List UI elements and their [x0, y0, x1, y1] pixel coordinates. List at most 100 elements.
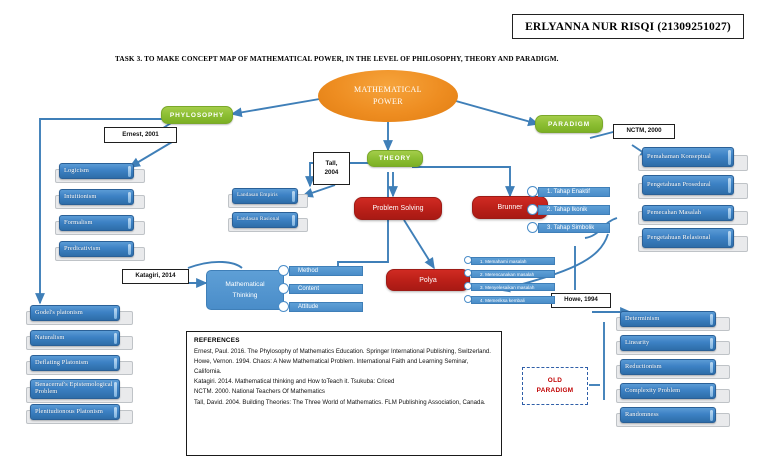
list-item-bar: Deflating Platonism: [30, 355, 120, 371]
brunner-step[interactable]: 3. Tahap Simbolik: [538, 223, 610, 233]
citation-howe-label: Howe, 1994: [564, 296, 598, 303]
author-name-box: ERLYANNA NUR RISQI (21309251027): [512, 14, 744, 39]
bullet-icon: [527, 222, 538, 233]
list-item-bar: Pengetahuan Relasional: [642, 228, 734, 248]
reference-entry: Katagiri. 2014. Mathematical thinking an…: [194, 378, 395, 386]
reference-entry: Tall, David. 2004. Building Theories: Th…: [194, 398, 486, 406]
polya-step[interactable]: 1. Memahami masalah: [471, 257, 555, 265]
list-item-label: Naturalism: [35, 333, 65, 341]
mathematical-thinking-item[interactable]: Method: [289, 266, 363, 276]
citation-tall-2004[interactable]: Tall, 2004: [313, 152, 350, 185]
brunner-step-label: 2. Tahap Ikonik: [547, 207, 588, 213]
mathematical-thinking-line2: Thinking: [232, 292, 258, 299]
center-node-line2: POWER: [373, 97, 403, 106]
branch-philosophy-label: PHYLOSOPHY: [169, 111, 225, 119]
brunner-step[interactable]: 2. Tahap Ikonik: [538, 205, 610, 215]
mathematical-thinking-item-label: Attitude: [298, 304, 319, 310]
list-item-bar: Pemahaman Konseptual: [642, 147, 734, 167]
branch-theory-label: THEORY: [378, 155, 412, 162]
brunner-step-label: 1. Tahap Enaktif: [547, 189, 590, 195]
brunner-step[interactable]: 1. Tahap Enaktif: [538, 187, 610, 197]
node-mathematical-thinking[interactable]: Mathematical Thinking: [206, 270, 284, 310]
citation-tall-line2: 2004: [324, 168, 339, 176]
bullet-icon: [278, 301, 289, 312]
citation-katagiri-label: Katagiri, 2014: [135, 272, 176, 279]
mathematical-thinking-line1: Mathematical: [225, 280, 265, 288]
branch-paradigm-label: PARADIGM: [547, 120, 591, 128]
list-item-label: Formalism: [64, 218, 93, 226]
center-node-mathematical-power[interactable]: MATHEMATICAL POWER: [318, 70, 458, 122]
list-item-label: Pengetahuan Prosedural: [647, 180, 711, 188]
polya-step-label: 2. Merencanakan masalah: [480, 271, 535, 277]
citation-nctm-label: NCTM, 2000: [626, 127, 662, 134]
branch-node-paradigm[interactable]: PARADIGM: [535, 115, 603, 133]
list-item-bar: Predicativism: [59, 241, 134, 257]
bullet-icon: [527, 204, 538, 215]
list-item-label: Pengetahuan Relasional: [647, 233, 711, 241]
author-name-text: ERLYANNA NUR RISQI (21309251027): [525, 20, 731, 33]
task-title-text: TASK 3. TO MAKE CONCEPT MAP OF MATHEMATI…: [115, 55, 559, 63]
list-item-label: Benacerraf's Epistemological Problem: [35, 381, 113, 395]
list-item-label: Complexity Problem: [625, 386, 681, 394]
citation-howe-1994[interactable]: Howe, 1994: [551, 293, 611, 308]
citation-nctm-2000[interactable]: NCTM, 2000: [613, 124, 675, 139]
old-paradigm-line1: OLD: [547, 376, 563, 384]
references-title: REFERENCES: [194, 337, 240, 344]
list-item-bar: Landasan Empiris: [232, 188, 298, 204]
list-item-label: Determinism: [625, 314, 660, 322]
citation-katagiri-2014[interactable]: Katagiri, 2014: [122, 269, 189, 284]
node-polya[interactable]: Polya: [386, 269, 470, 291]
list-item-label: Landasan Empiris: [237, 192, 278, 199]
center-node-line1: MATHEMATICAL: [354, 85, 422, 94]
polya-step-label: 4. Memeriksa kembali: [480, 297, 525, 303]
mathematical-thinking-item[interactable]: Attitude: [289, 302, 363, 312]
node-problem-solving[interactable]: Problem Solving: [354, 197, 442, 220]
node-old-paradigm[interactable]: OLD PARADIGM: [522, 367, 588, 405]
branch-node-philosophy[interactable]: PHYLOSOPHY: [161, 106, 233, 124]
mathematical-thinking-item-label: Content: [298, 286, 320, 292]
bullet-icon: [527, 186, 538, 197]
list-item-label: Predicativism: [64, 244, 101, 252]
list-item-bar: Randomness: [620, 407, 716, 423]
list-item-label: Landasan Rasional: [237, 216, 280, 223]
polya-step-label: 1. Memahami masalah: [480, 258, 527, 264]
polya-step[interactable]: 3. Menyelesaikan masalah: [471, 283, 555, 291]
reference-entry: NCTM. 2000. National Teachers Of Mathema…: [194, 388, 325, 396]
polya-step-label: 3. Menyelesaikan masalah: [480, 284, 535, 290]
branch-node-theory[interactable]: THEORY: [367, 150, 423, 167]
polya-step[interactable]: 2. Merencanakan masalah: [471, 270, 555, 278]
mathematical-thinking-item-label: Method: [298, 268, 319, 274]
list-item-bar: Formalism: [59, 215, 134, 231]
list-item-bar: Logicism: [59, 163, 134, 179]
brunner-label: Brunner: [497, 204, 523, 211]
reference-entry: Howe, Vernon. 1994. Chaos: A New Mathema…: [194, 357, 469, 375]
brunner-step-label: 3. Tahap Simbolik: [547, 225, 595, 231]
page-title: TASK 3. TO MAKE CONCEPT MAP OF MATHEMATI…: [115, 55, 559, 63]
citation-ernest-label: Ernest, 2001: [122, 130, 159, 138]
polya-label: Polya: [419, 276, 437, 284]
list-item-label: Deflating Platonism: [35, 358, 89, 366]
list-item-bar: Intuitionism: [59, 189, 134, 205]
polya-step[interactable]: 4. Memeriksa kembali: [471, 296, 555, 304]
citation-tall-line1: Tall,: [325, 159, 338, 167]
list-item-bar: Linearity: [620, 335, 716, 351]
list-item-label: Plenitudionous Platonism: [35, 407, 103, 415]
list-item-bar: Naturalism: [30, 330, 120, 346]
references-box: REFERENCES Ernest, Paul. 2016. The Phylo…: [186, 331, 502, 456]
list-item-label: Pemahaman Konseptual: [647, 152, 711, 160]
citation-ernest-2001[interactable]: Ernest, 2001: [104, 127, 177, 143]
list-item-bar: Plenitudionous Platonism: [30, 404, 120, 420]
list-item-label: Randomness: [625, 410, 659, 418]
reference-entry: Ernest, Paul. 2016. The Phylosophy of Ma…: [194, 347, 491, 355]
list-item-label: Linearity: [625, 338, 650, 346]
list-item-bar: Pemecahan Masalah: [642, 205, 734, 221]
list-item-bar: Determinism: [620, 311, 716, 327]
mathematical-thinking-item[interactable]: Content: [289, 284, 363, 294]
list-item-label: Pemecahan Masalah: [647, 208, 702, 216]
list-item-bar: Godel's platonism: [30, 305, 120, 321]
list-item-bar: Benacerraf's Epistemological Problem: [30, 379, 120, 399]
list-item-bar: Reductionism: [620, 359, 716, 375]
list-item-bar: Landasan Rasional: [232, 212, 298, 228]
problem-solving-label: Problem Solving: [372, 205, 424, 212]
list-item-label: Godel's platonism: [35, 308, 83, 316]
